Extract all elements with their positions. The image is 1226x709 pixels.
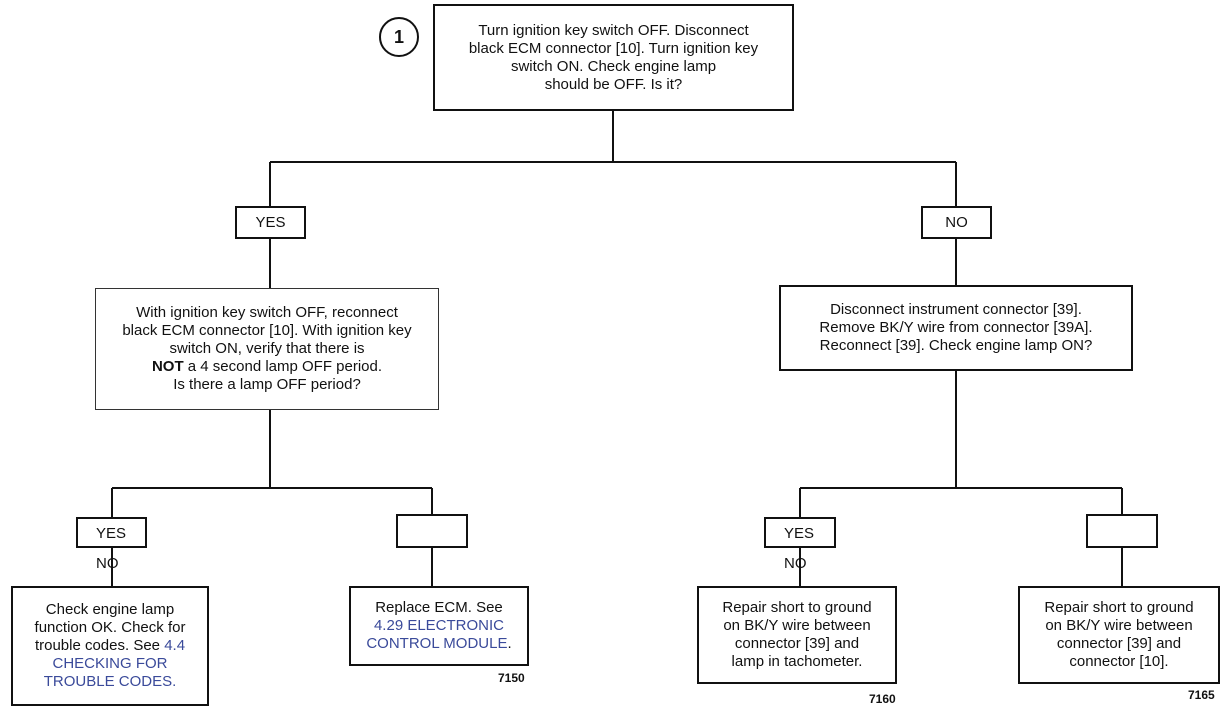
result-line-prefix: trouble codes. See bbox=[34, 637, 165, 654]
left-question-line: black ECM connector [10]. With ignition … bbox=[122, 322, 412, 339]
result-line: on BK/Y wire between bbox=[723, 617, 871, 634]
link-control-module[interactable]: CONTROL MODULE bbox=[366, 635, 508, 652]
result-line: Check engine lamp bbox=[45, 601, 175, 618]
result-line: connector [10]. bbox=[1069, 653, 1169, 670]
right-question-line: Reconnect [39]. Check engine lamp ON? bbox=[819, 337, 1093, 354]
result-check-engine-lamp-ok: Check engine lamp function OK. Check for… bbox=[11, 586, 209, 706]
result-line: connector [39] and bbox=[1056, 635, 1182, 652]
left-question-line: switch ON, verify that there is bbox=[169, 340, 365, 357]
start-question-line: should be OFF. Is it? bbox=[544, 75, 683, 93]
result-line: on BK/Y wire between bbox=[1045, 617, 1193, 634]
left-question-line: With ignition key switch OFF, reconnect bbox=[136, 304, 398, 321]
figure-number: 7165 bbox=[1188, 688, 1215, 702]
result-replace-ecm: Replace ECM. See 4.29 ELECTRONIC CONTROL… bbox=[349, 586, 529, 666]
result-line: Replace ECM. See bbox=[375, 599, 503, 616]
result-line: function OK. Check for bbox=[34, 619, 186, 636]
result-line: CONTROL MODULE. bbox=[366, 635, 511, 653]
right-question-box: Disconnect instrument connector [39]. Re… bbox=[779, 285, 1133, 371]
link-checking-for[interactable]: CHECKING FOR bbox=[52, 655, 168, 672]
branch-yes-label: YES bbox=[235, 206, 306, 239]
link-4-4[interactable]: 4.4 bbox=[164, 637, 186, 654]
left-question-line: NOT a 4 second lamp OFF period. bbox=[152, 358, 382, 376]
result-line: trouble codes. See 4.4 bbox=[35, 637, 185, 655]
left-empty-tag bbox=[396, 514, 468, 548]
result-line: connector [39] and bbox=[734, 635, 860, 652]
link-4-29-electronic[interactable]: 4.29 ELECTRONIC bbox=[373, 617, 505, 634]
result-line-suffix: . bbox=[507, 635, 512, 652]
result-repair-short-tachometer: Repair short to ground on BK/Y wire betw… bbox=[697, 586, 897, 684]
result-line: lamp in tachometer. bbox=[731, 653, 863, 670]
start-question-line: black ECM connector [10]. Turn ignition … bbox=[468, 39, 759, 57]
right-question-line: Remove BK/Y wire from connector [39A]. bbox=[819, 319, 1093, 336]
result-line: Repair short to ground bbox=[722, 599, 872, 616]
figure-number: 7150 bbox=[498, 671, 525, 685]
right-question-line: Disconnect instrument connector [39]. bbox=[830, 301, 1082, 318]
right-empty-tag bbox=[1086, 514, 1158, 548]
start-question-line: Turn ignition key switch OFF. Disconnect bbox=[478, 21, 749, 39]
left-question-line: Is there a lamp OFF period? bbox=[173, 376, 361, 393]
left-question-line-rest: a 4 second lamp OFF period. bbox=[183, 358, 383, 375]
figure-number: 7160 bbox=[869, 692, 896, 706]
step-number-badge: 1 bbox=[379, 17, 419, 57]
left-answer-tag: YES NO bbox=[76, 517, 147, 572]
right-answer-tag: YES NO bbox=[764, 517, 836, 572]
emphasis-not: NOT bbox=[151, 358, 184, 375]
left-question-box: With ignition key switch OFF, reconnect … bbox=[95, 288, 439, 410]
result-line: Repair short to ground bbox=[1044, 599, 1194, 616]
result-repair-short-connector: Repair short to ground on BK/Y wire betw… bbox=[1018, 586, 1220, 684]
start-question-line: switch ON. Check engine lamp bbox=[510, 57, 717, 75]
branch-no-label: NO bbox=[921, 206, 992, 239]
link-trouble-codes[interactable]: TROUBLE CODES. bbox=[43, 673, 177, 690]
start-question-box: Turn ignition key switch OFF. Disconnect… bbox=[433, 4, 794, 111]
